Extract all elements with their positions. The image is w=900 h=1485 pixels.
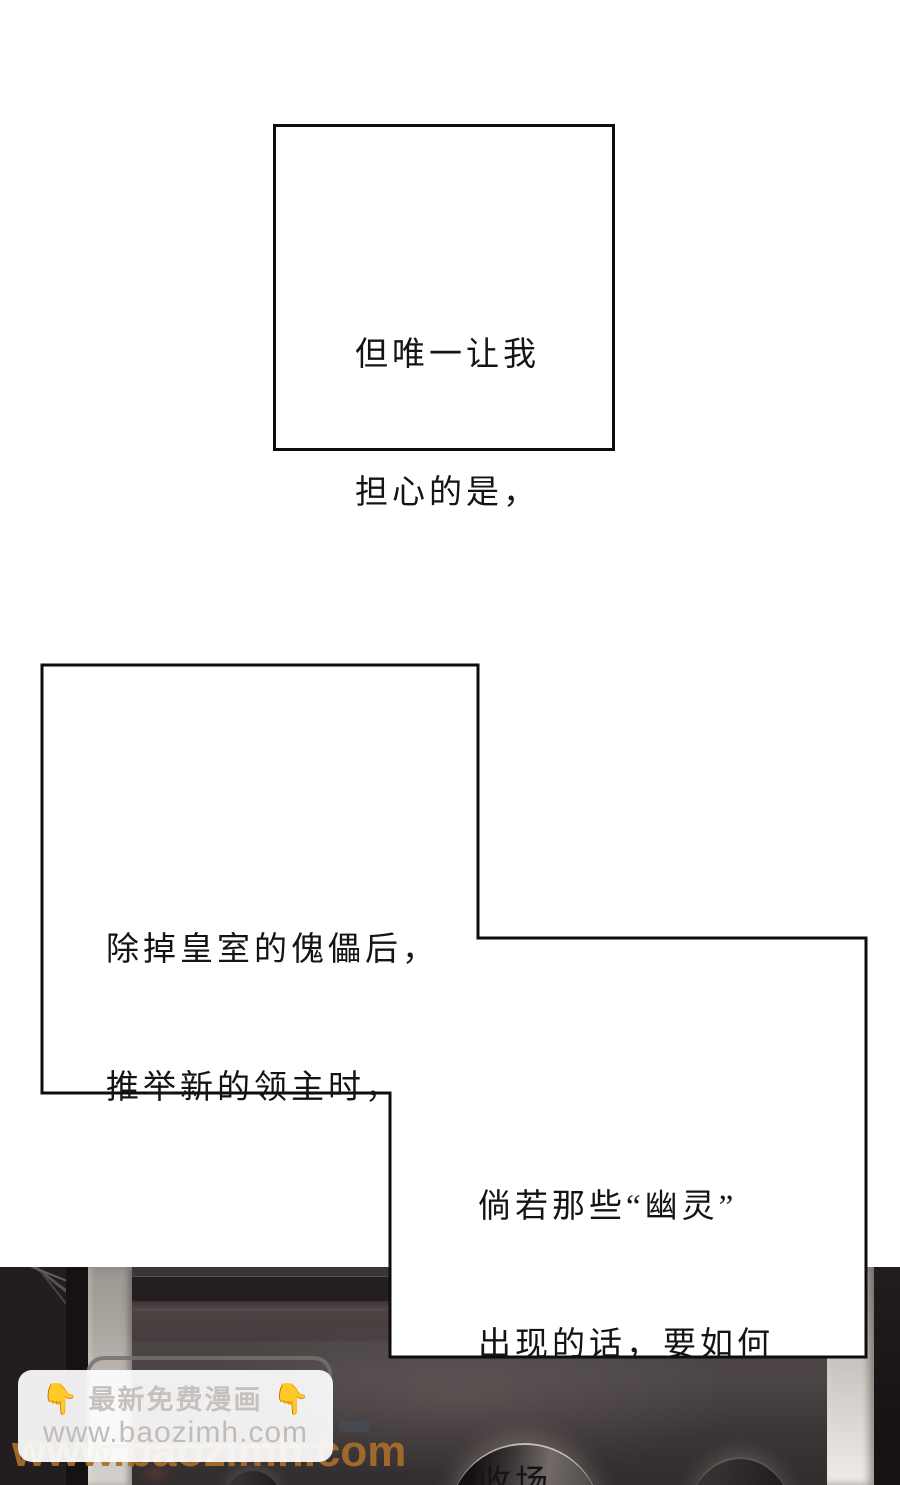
speech-text-top: 但唯一让我 担心的是， [355,240,540,608]
pointing-down-icon: 👇 [41,1382,79,1416]
speech-line: 出现的话，要如何 [478,1327,774,1363]
speech-line: 推举新的领主时， [106,1070,402,1106]
pointing-down-icon: 👇 [272,1382,310,1416]
speech-line: 收场。 [478,1465,589,1485]
watermark-blue-fragment [339,1421,369,1432]
hooded-figure-head [225,1471,281,1485]
watermark-url: www.baozimh.com [42,1415,309,1449]
speech-line: 除掉皇室的傀儡后， [106,932,439,968]
watermark-pill: 👇 最新免费漫画 👇 www.baozimh.com [18,1370,333,1462]
speech-line: 但唯一让我 [355,337,540,373]
speech-box-top [273,124,615,451]
figure-shadow [138,1463,172,1485]
speech-line: 倘若那些“幽灵” [478,1189,738,1225]
right-dark-strip [874,1267,900,1485]
speech-text-right: 倘若那些“幽灵” 出现的话，要如何 收场。 [478,1092,774,1485]
watermark-title: 最新免费漫画 [88,1384,263,1415]
speech-text-left: 除掉皇室的傀儡后， 推举新的领主时， [106,835,439,1203]
speech-line: 担心的是， [355,475,540,511]
stone-pillar-right [827,1267,874,1485]
watermark-title-row: 👇 最新免费漫画 👇 [41,1382,310,1416]
